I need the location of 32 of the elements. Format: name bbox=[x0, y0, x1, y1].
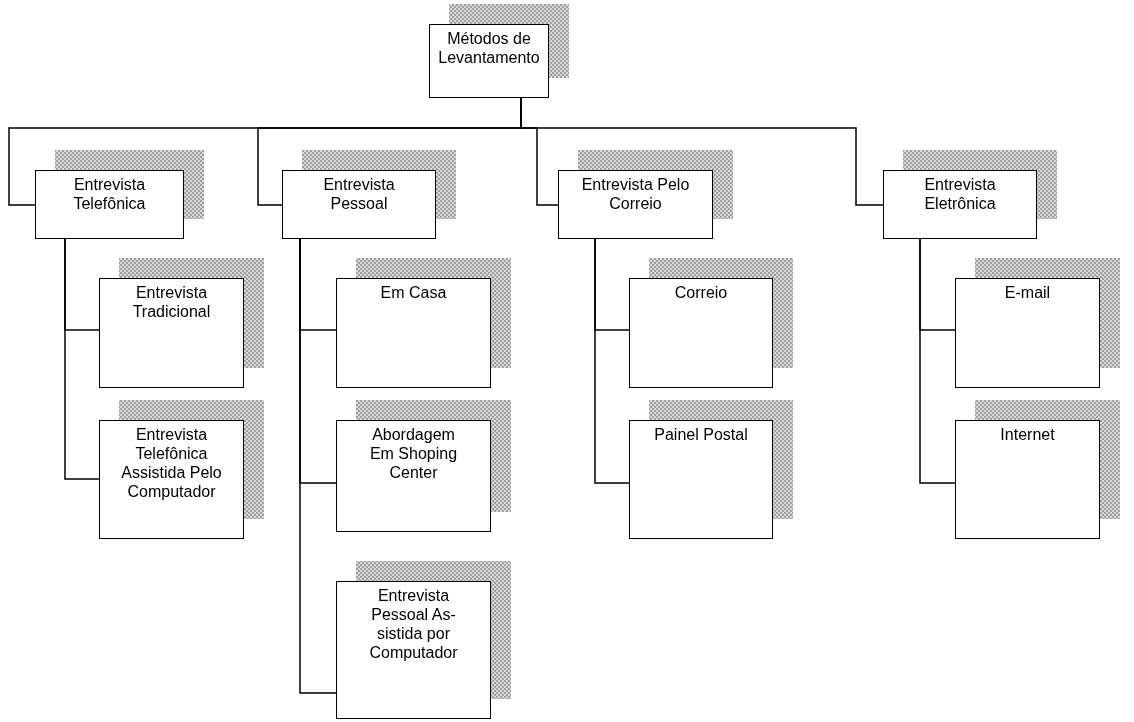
box bbox=[629, 278, 773, 388]
connector-line bbox=[594, 238, 630, 484]
box-label: Entrevista Pelo Correio bbox=[580, 175, 691, 213]
box-label: Painel Postal bbox=[653, 425, 749, 444]
connector-line bbox=[299, 238, 337, 694]
box bbox=[336, 420, 491, 532]
box-label: Entrevista Pessoal bbox=[322, 175, 396, 213]
connector-line bbox=[64, 238, 100, 480]
box bbox=[629, 420, 773, 539]
box-label: Abordagem Em Shoping Center bbox=[368, 425, 459, 482]
box-label: Entrevista Tradicional bbox=[131, 283, 212, 321]
box bbox=[35, 170, 184, 239]
box bbox=[99, 278, 244, 388]
box-label: Em Casa bbox=[379, 283, 448, 302]
box bbox=[955, 278, 1100, 388]
box-label: Métodos de Levantamento bbox=[437, 29, 541, 67]
box bbox=[429, 24, 549, 98]
box bbox=[558, 170, 713, 239]
box-label: Entrevista Telefônica Assistida Pelo Computador bbox=[120, 425, 223, 501]
box bbox=[955, 420, 1100, 539]
box-label: Entrevista Eletrônica bbox=[923, 175, 997, 213]
connector-line bbox=[919, 238, 956, 484]
box bbox=[336, 278, 491, 388]
box bbox=[883, 170, 1037, 239]
box-label: Entrevista Telefônica bbox=[72, 175, 147, 213]
box bbox=[282, 170, 436, 239]
box-label: Internet bbox=[999, 425, 1056, 444]
box-label: Correio bbox=[673, 283, 729, 302]
box bbox=[99, 420, 244, 539]
box bbox=[336, 581, 491, 719]
box-label: Entrevista Pessoal As- sistida por Computador bbox=[368, 586, 459, 662]
box-label: E-mail bbox=[1003, 283, 1052, 302]
